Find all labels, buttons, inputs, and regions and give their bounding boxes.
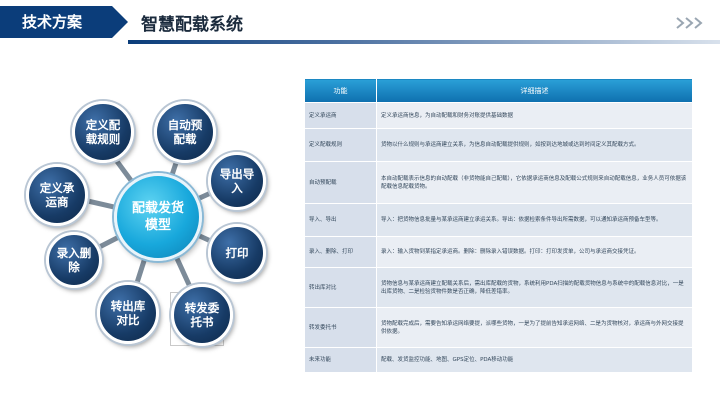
workflow-diagram: 定义配载规则 自动预配载 导出导入 打印 转发委托书 转出库对比 录入删除 定义…	[0, 60, 300, 400]
table-row: 定义配载规则 货物以什么规则与承运商建立关系，为信息自动配载提供规则，如按到达地…	[304, 128, 693, 162]
cell-description: 本自动配载表示信息的自动配载（非货物能自己配载），它依据承运商信息及配载公式规则…	[376, 161, 693, 204]
page-title: 智慧配载系统	[141, 15, 243, 35]
node-auto-preload[interactable]: 自动预配载	[154, 101, 216, 163]
cell-function: 转出库对比	[304, 267, 377, 308]
cell-function: 自动预配载	[304, 161, 377, 204]
table-row: 自动预配载 本自动配载表示信息的自动配载（非货物能自己配载），它依据承运商信息及…	[304, 161, 693, 204]
cell-description: 导入：把货物信息批量与某承运商建立承运关系。导出：依据检索条件导出所需数据，可以…	[376, 203, 693, 237]
hub-loading-model: 配载发货模型	[114, 173, 202, 261]
table-row: 定义承运商 定义承运商信息，为自动配载和财务对账提供基础数据	[304, 102, 693, 129]
node-export-import[interactable]: 导出导入	[208, 152, 266, 210]
cell-description: 定义承运商信息，为自动配载和财务对账提供基础数据	[376, 102, 693, 129]
node-define-carrier[interactable]: 定义承运商	[26, 164, 88, 226]
node-outbound-compare[interactable]: 转出库对比	[97, 282, 159, 344]
cell-function: 未来功能	[304, 347, 377, 373]
cell-description: 货物信息与某承运商建立配载关系后，需出库配载的货物，系统利用PDA扫描的配载货物…	[376, 267, 693, 308]
cell-function: 定义承运商	[304, 102, 377, 129]
node-print[interactable]: 打印	[208, 224, 266, 282]
cell-function: 导入、导出	[304, 203, 377, 237]
table-row: 导入、导出 导入：把货物信息批量与某承运商建立承运关系。导出：依据检索条件导出所…	[304, 203, 693, 237]
cell-function: 转发委托书	[304, 307, 377, 348]
function-table: 功能 详细描述 定义承运商 定义承运商信息，为自动配载和财务对账提供基础数据 定…	[304, 78, 693, 373]
table-row: 录入、删除、打印 录入：输入货物到某指定承运商。删除：删除录入错误数据。打印：打…	[304, 236, 693, 268]
table-row: 转出库对比 货物信息与某承运商建立配载关系后，需出库配载的货物，系统利用PDA扫…	[304, 267, 693, 308]
table-row: 转发委托书 货物配载完成后，需要告知承运网络要提，派哪些货物，一是为了提前告知承…	[304, 307, 693, 348]
header: 技术方案 智慧配载系统	[0, 0, 720, 44]
node-forward-commission[interactable]: 转发委托书	[171, 284, 233, 346]
table-header-row: 功能 详细描述	[304, 78, 693, 103]
node-entry-delete[interactable]: 录入删除	[46, 232, 102, 288]
cell-description: 货物以什么规则与承运商建立关系，为信息自动配载提供规则，如按到达地城或达到时间定…	[376, 128, 693, 162]
section-tag: 技术方案	[0, 6, 128, 38]
cell-function: 定义配载规则	[304, 128, 377, 162]
header-description: 详细描述	[376, 78, 693, 103]
cell-description: 货物配载完成后，需要告知承运网络要提，派哪些货物，一是为了提前告知承运网络、二是…	[376, 307, 693, 348]
node-define-rules[interactable]: 定义配载规则	[72, 101, 134, 163]
chevrons-right-icon[interactable]	[675, 16, 707, 30]
cell-description: 配载、发货监控功能、地图、GPS定位、PDA移动功能	[376, 347, 693, 373]
cell-function: 录入、删除、打印	[304, 236, 377, 268]
header-function: 功能	[304, 78, 377, 103]
header-rule	[128, 40, 720, 44]
table-row: 未来功能 配载、发货监控功能、地图、GPS定位、PDA移动功能	[304, 347, 693, 373]
cell-description: 录入：输入货物到某指定承运商。删除：删除录入错误数据。打印：打印发货单，公司与承…	[376, 236, 693, 268]
